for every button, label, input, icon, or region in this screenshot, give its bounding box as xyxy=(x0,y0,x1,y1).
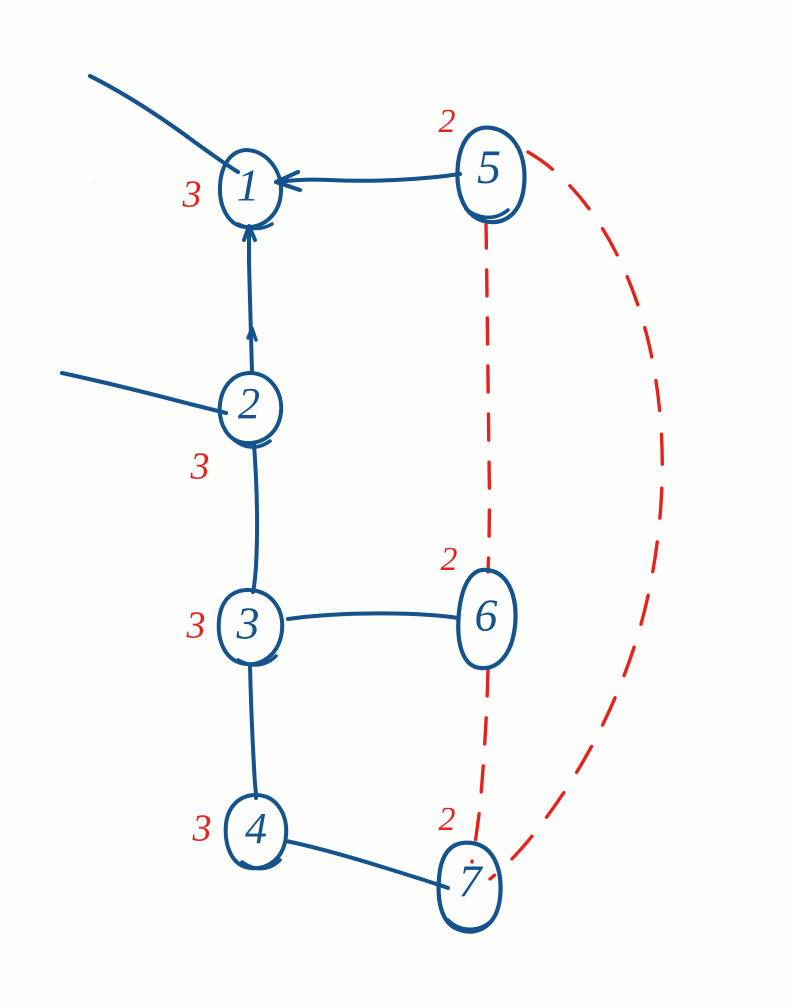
node-4-ellipse-tail xyxy=(240,858,282,871)
node-4[interactable]: 4 xyxy=(223,793,289,871)
cost-label-node-5: 2 xyxy=(439,103,456,140)
node-1-ellipse-tail xyxy=(236,222,274,231)
node-6[interactable]: 6 xyxy=(456,567,518,671)
cost-label-node-2: 3 xyxy=(190,446,210,488)
node-2-label: 2 xyxy=(238,379,260,428)
edge-node-3-to-node-4 xyxy=(248,664,258,800)
cost-label-node-4: 3 xyxy=(192,808,212,850)
node-5-ellipse xyxy=(455,125,527,225)
node-7[interactable]: 7 xyxy=(436,840,503,934)
arrowhead-node-5-to-node-1 xyxy=(273,169,303,193)
edge-open-stub-to-node-1 xyxy=(87,73,241,175)
node-6-ellipse xyxy=(456,567,518,671)
blue-edge-layer xyxy=(59,73,462,890)
node-5-label: 5 xyxy=(477,141,501,194)
cost-label-node-3: 3 xyxy=(186,605,206,647)
red-dashed-node-5-to-node-6 xyxy=(484,220,492,574)
node-2[interactable]: 2 xyxy=(217,371,284,449)
cost-label-node-7: 2 xyxy=(439,801,456,838)
node-6-label: 6 xyxy=(475,590,498,641)
edge-node-2-to-node-1 xyxy=(247,226,254,374)
node-1-label: 1 xyxy=(237,160,260,211)
red-dashed-edge-layer xyxy=(470,150,664,881)
node-4-label: 4 xyxy=(245,804,267,853)
edge-open-stub-to-node-2 xyxy=(59,370,229,416)
cost-label-layer: 3 3 3 3 2 2 2 xyxy=(182,103,458,850)
edge-node-2-to-node-3 xyxy=(251,442,260,594)
red-dashed-node-6-to-node-7 xyxy=(470,668,490,864)
cost-label-node-1: 3 xyxy=(182,174,202,216)
midpoint-barb-node-2-to-node-1 xyxy=(246,326,258,342)
node-2-ellipse xyxy=(217,371,284,446)
edge-node-3-to-node-6 xyxy=(286,611,460,621)
node-3-label: 3 xyxy=(236,598,260,649)
cost-label-node-6: 2 xyxy=(441,541,458,578)
node-2-ellipse-tail xyxy=(230,436,272,449)
node-5-ellipse-tail xyxy=(464,207,510,220)
node-7-ellipse xyxy=(436,840,503,934)
node-7-ellipse-tail xyxy=(446,918,492,932)
node-7-label: 7 xyxy=(459,856,484,907)
node-1[interactable]: 1 xyxy=(217,148,284,231)
node-3-ellipse-tail xyxy=(236,654,278,667)
edge-node-5-to-node-1 xyxy=(276,172,462,184)
red-dashed-node-5-to-node-7-outer-arc xyxy=(488,150,664,881)
node-3[interactable]: 3 xyxy=(216,588,285,667)
node-5[interactable]: 5 xyxy=(455,125,527,225)
node-layer: 1 2 3 4 xyxy=(216,125,527,934)
edge-node-4-to-node-7 xyxy=(284,839,450,890)
